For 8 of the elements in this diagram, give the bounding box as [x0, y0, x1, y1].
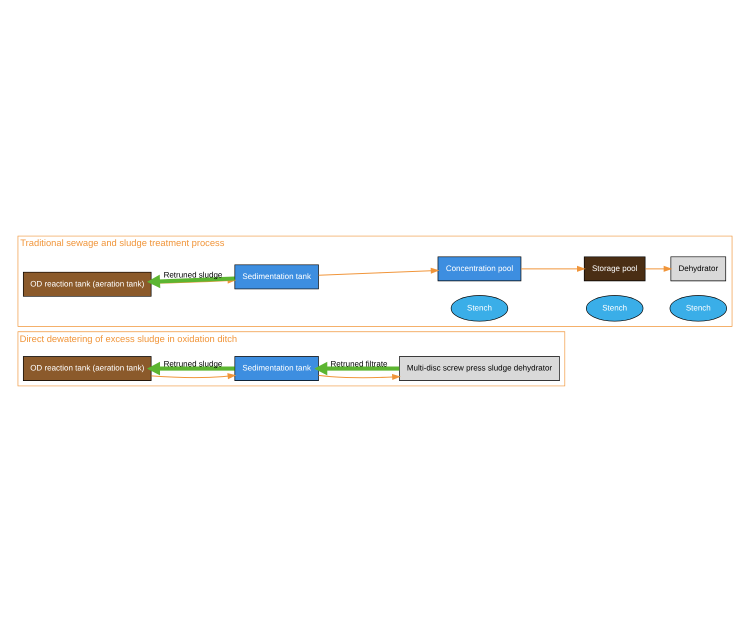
- arrow: [147, 361, 235, 375]
- arrow: [318, 373, 401, 380]
- arrow: [314, 361, 400, 375]
- arrow: [521, 265, 586, 272]
- arrow: [318, 267, 440, 276]
- arrow: [645, 265, 672, 272]
- arrow: [147, 274, 235, 288]
- arrow: [151, 372, 236, 379]
